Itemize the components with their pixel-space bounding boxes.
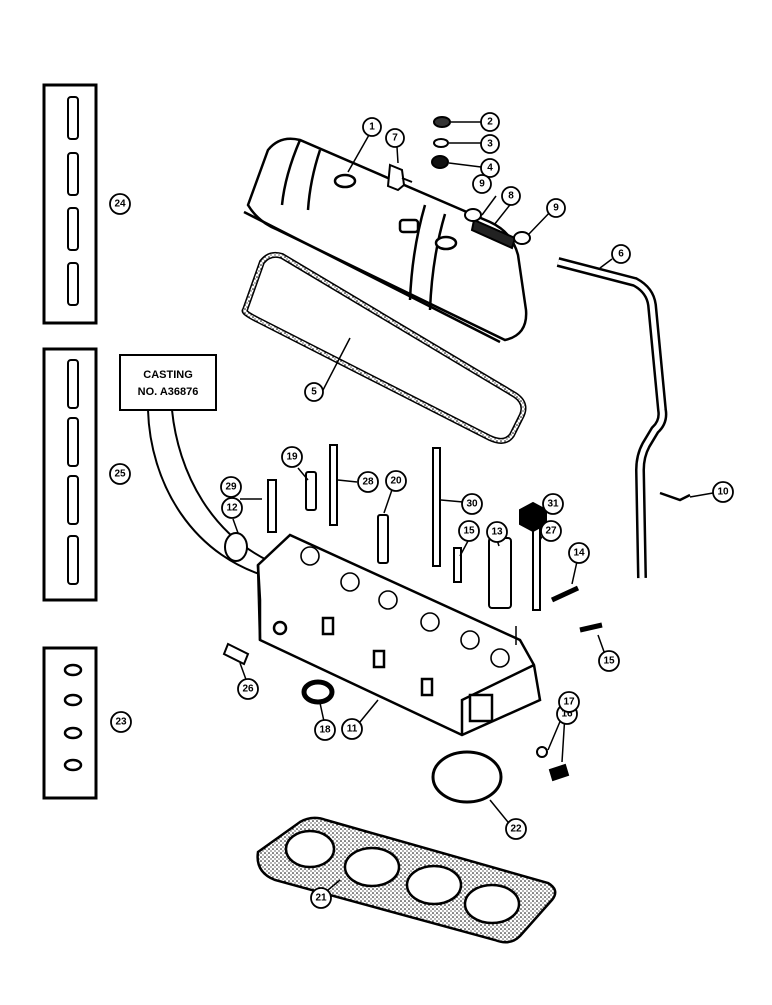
callout-14: 14 xyxy=(568,542,590,564)
valve-cover-gasket xyxy=(241,251,527,444)
callout-7: 7 xyxy=(385,128,405,148)
callout-13: 13 xyxy=(486,521,508,543)
casting-note-line2: NO. A36876 xyxy=(138,386,199,398)
callout-27: 27 xyxy=(540,520,562,542)
callout-29-label: 29 xyxy=(225,482,237,493)
callout-10: 10 xyxy=(712,481,734,503)
head-studs xyxy=(222,444,603,782)
callout-15b-label: 15 xyxy=(603,656,615,667)
callout-13-label: 13 xyxy=(491,527,503,538)
valve-guide-set-25 xyxy=(67,359,79,585)
kit-box-25 xyxy=(42,347,98,602)
callout-19-label: 19 xyxy=(286,452,298,463)
callout-14-label: 14 xyxy=(573,548,585,559)
valve-guide-set-24 xyxy=(67,96,79,306)
callout-9b: 9 xyxy=(546,198,566,218)
callout-24-label: 24 xyxy=(114,199,126,210)
callout-9a: 9 xyxy=(472,174,492,194)
callout-21: 21 xyxy=(310,887,332,909)
callout-19: 19 xyxy=(281,446,303,468)
callout-7-label: 7 xyxy=(392,133,398,144)
callout-26-label: 26 xyxy=(242,684,254,695)
callout-1-label: 1 xyxy=(369,122,375,133)
callout-8: 8 xyxy=(501,186,521,206)
callout-22-label: 22 xyxy=(510,824,522,835)
callout-11-label: 11 xyxy=(347,724,358,735)
callout-20: 20 xyxy=(385,470,407,492)
callout-15a-label: 15 xyxy=(463,526,475,537)
callout-2-label: 2 xyxy=(487,117,493,128)
callout-15a: 15 xyxy=(458,520,480,542)
casting-note: CASTING NO. A36876 xyxy=(119,354,286,581)
callout-15b: 15 xyxy=(598,650,620,672)
cylinder-head xyxy=(256,533,542,737)
casting-note-line1: CASTING xyxy=(143,369,193,381)
breather-parts xyxy=(386,116,531,250)
callout-21-label: 21 xyxy=(315,893,327,904)
callout-28-label: 28 xyxy=(362,477,374,488)
callout-2: 2 xyxy=(480,112,500,132)
callout-23-label: 23 xyxy=(115,717,127,728)
callout-10-label: 10 xyxy=(717,487,729,498)
callout-22: 22 xyxy=(505,818,527,840)
callout-18: 18 xyxy=(314,719,336,741)
callout-6-label: 6 xyxy=(618,249,624,260)
callout-20-label: 20 xyxy=(390,476,402,487)
callout-28: 28 xyxy=(357,471,379,493)
callout-3: 3 xyxy=(480,134,500,154)
callout-5: 5 xyxy=(304,382,324,402)
kit-box-24 xyxy=(42,83,98,325)
callout-12: 12 xyxy=(221,497,243,519)
callout-27-label: 27 xyxy=(545,526,557,537)
callout-17: 17 xyxy=(558,691,580,713)
callout-31: 31 xyxy=(542,493,564,515)
callout-11: 11 xyxy=(341,718,363,740)
callout-23: 23 xyxy=(110,711,132,733)
callout-30-label: 30 xyxy=(466,499,478,510)
callout-5-label: 5 xyxy=(311,387,317,398)
callout-18-label: 18 xyxy=(319,725,331,736)
callout-4-label: 4 xyxy=(487,163,493,174)
callout-8-label: 8 xyxy=(508,191,514,202)
valve-cover xyxy=(243,137,528,344)
callout-16-label: 16 xyxy=(561,709,573,720)
callout-29: 29 xyxy=(220,476,242,498)
callout-9b-label: 9 xyxy=(553,203,559,214)
callout-25-label: 25 xyxy=(114,469,126,480)
callout-3-label: 3 xyxy=(487,139,493,150)
callout-12-label: 12 xyxy=(226,503,238,514)
kit-box-23 xyxy=(42,646,98,800)
callout-9a-label: 9 xyxy=(479,179,485,190)
callout-25: 25 xyxy=(109,463,131,485)
breather-tube xyxy=(556,257,691,579)
callout-24: 24 xyxy=(109,193,131,215)
seat-insert-set-23 xyxy=(63,663,83,772)
callout-4: 4 xyxy=(480,158,500,178)
callout-1: 1 xyxy=(362,117,382,137)
callout-26: 26 xyxy=(237,678,259,700)
callout-30: 30 xyxy=(461,493,483,515)
oil-seal-ring xyxy=(431,750,503,804)
callout-6: 6 xyxy=(611,244,631,264)
callout-17-label: 17 xyxy=(563,697,575,708)
head-gasket xyxy=(256,816,557,944)
callout-31-label: 31 xyxy=(547,499,559,510)
